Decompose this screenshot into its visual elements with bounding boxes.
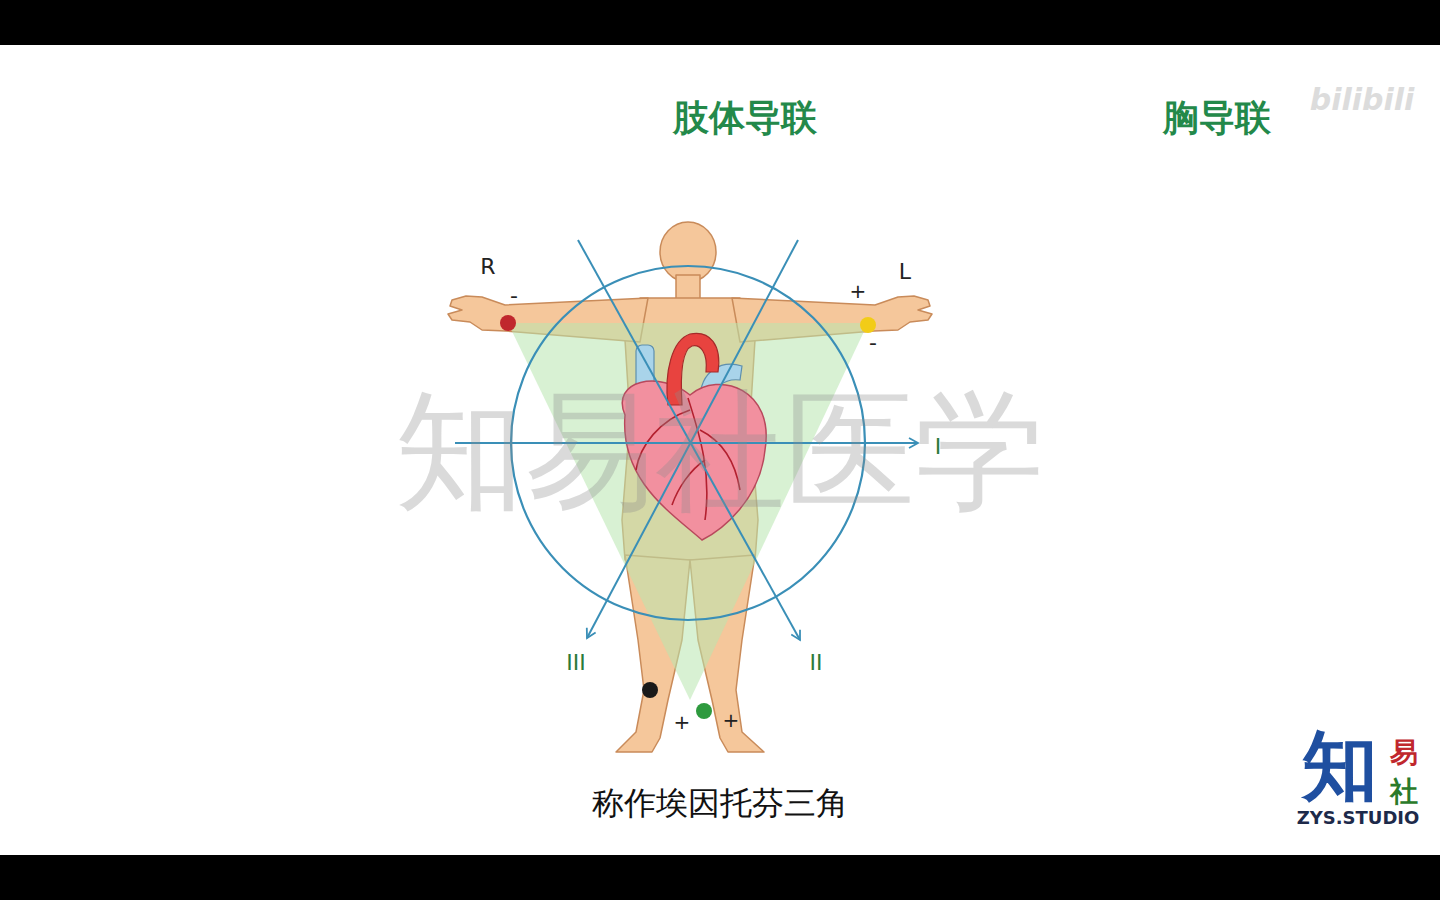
polarity-sign: + [674, 711, 691, 734]
logo-character: 易 [1390, 737, 1418, 769]
electrode-dot [696, 703, 712, 719]
limb-label: L [899, 259, 911, 284]
neck [676, 275, 700, 301]
polarity-sign: + [723, 709, 740, 732]
polarity-sign: + [850, 280, 867, 303]
head [660, 222, 716, 282]
section-heading: 肢体导联 [673, 97, 817, 138]
platform-watermark: bilibili [1310, 83, 1415, 118]
logo-character: 知 [1302, 722, 1378, 809]
electrode-dot [642, 682, 658, 698]
letterbox-bar [0, 855, 1440, 900]
electrode-dot [500, 315, 516, 331]
lead-name: II [810, 650, 823, 675]
lead-name: III [566, 650, 585, 675]
channel-watermark: 知易社医学 [395, 377, 1045, 527]
polarity-sign: - [510, 283, 518, 308]
logo-character: 社 [1390, 776, 1418, 808]
limb-label: R [480, 254, 495, 279]
caption: 称作埃因托芬三角 [592, 785, 848, 822]
letterbox-bar [0, 0, 1440, 45]
section-heading: 胸导联 [1163, 97, 1271, 138]
polarity-sign: - [869, 330, 877, 355]
logo-text: ZYS.STUDIO [1297, 808, 1420, 829]
